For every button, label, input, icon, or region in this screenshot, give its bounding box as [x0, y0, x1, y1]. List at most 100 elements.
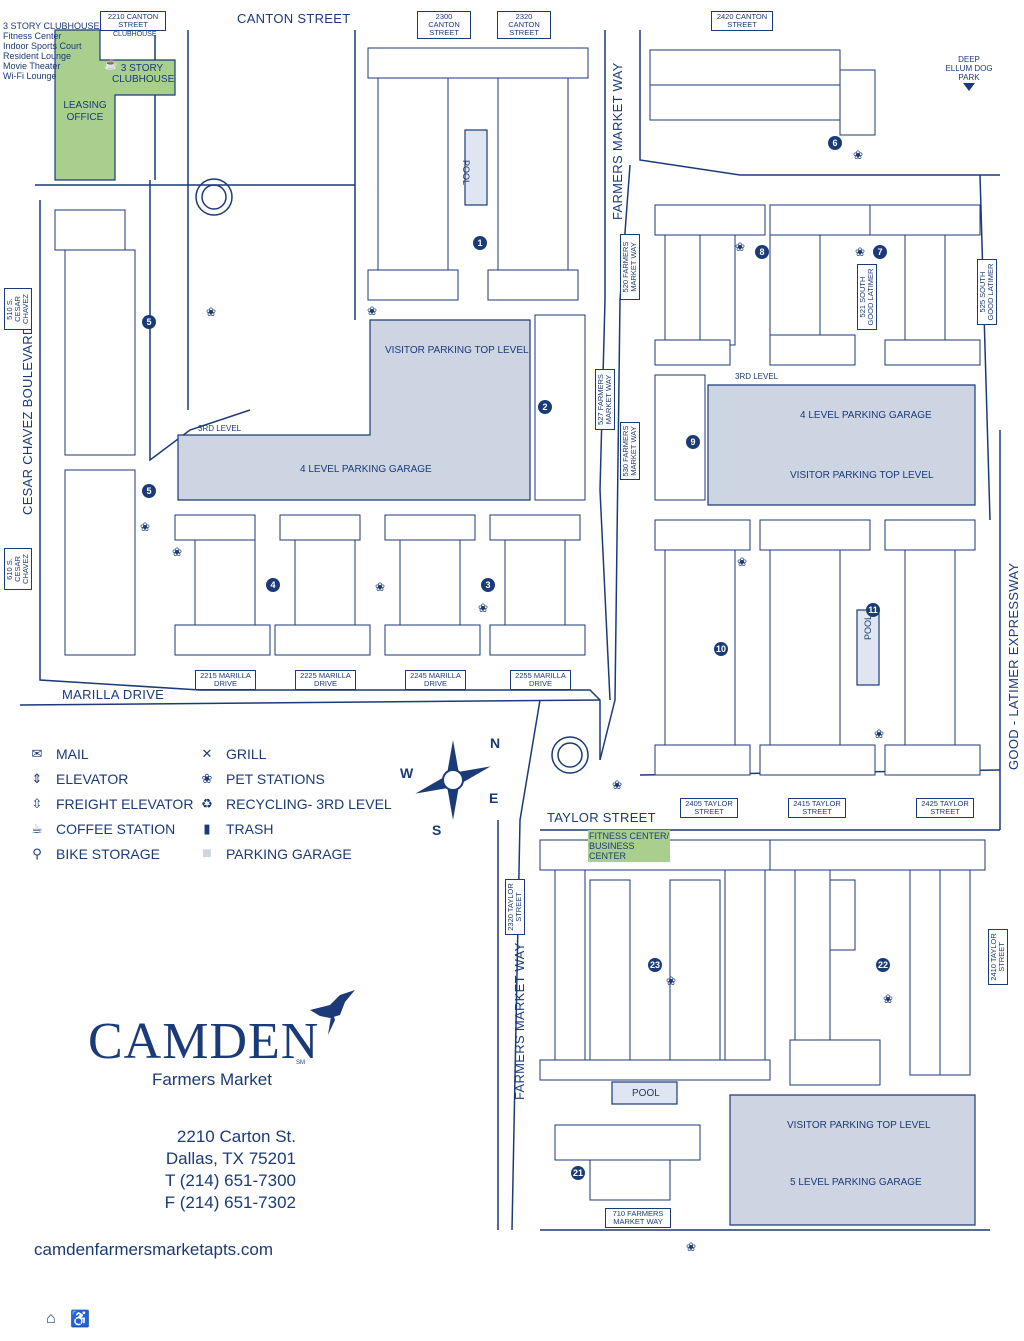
- good-latimer-label: GOOD - LATIMER EXPRESSWAY: [1006, 562, 1021, 770]
- west-garage-top-label: VISITOR PARKING TOP LEVEL: [385, 345, 529, 356]
- address-tag: 2245 MARILLA DRIVE: [405, 670, 466, 690]
- compass-s: S: [432, 822, 442, 838]
- elevator-icon: ⇕: [31, 771, 43, 786]
- address-tag: 510 S. CESAR CHAVEZ: [4, 288, 32, 330]
- legend-label: FREIGHT ELEVATOR: [56, 796, 194, 812]
- clubhouse-building: [54, 29, 176, 181]
- address-tag: 527 FARMERS MARKET WAY: [595, 369, 615, 430]
- address-tag: 610 S. CESAR CHAVEZ: [4, 548, 32, 590]
- coffee-icon: ☕: [104, 59, 118, 71]
- building-number-badge: 3: [481, 578, 495, 592]
- pool-south: [611, 1081, 678, 1105]
- compass-rose: [415, 740, 491, 820]
- paw-icon: ❀: [874, 727, 885, 741]
- amenity-item: Movie Theater: [3, 61, 61, 71]
- address-tag: 710 FARMERS MARKET WAY: [605, 1208, 671, 1228]
- paw-icon: ❀: [172, 545, 183, 559]
- legend-item-recycling: ♻ RECYCLING- 3RD LEVEL: [198, 796, 392, 812]
- website-link[interactable]: camdenfarmersmarketapts.com: [34, 1240, 274, 1259]
- south-garage-label: 5 LEVEL PARKING GARAGE: [790, 1177, 922, 1188]
- address-tag: 2225 MARILLA DRIVE: [295, 670, 356, 690]
- legend-label: TRASH: [226, 821, 274, 837]
- address-tag: 2405 TAYLOR STREET: [680, 798, 738, 818]
- camden-wordmark: CAMDEN: [88, 1013, 320, 1070]
- building-number-badge: 6: [828, 136, 842, 150]
- south-garage-top-label: VISITOR PARKING TOP LEVEL: [787, 1120, 931, 1131]
- paw-icon: ❀: [140, 520, 151, 534]
- dog-park-arrow: [963, 83, 975, 91]
- contact-city: Dallas, TX 75201: [165, 1149, 296, 1168]
- building-number-badge: 2: [538, 400, 552, 414]
- building-number-badge: 5: [142, 315, 156, 329]
- legend-item-grill: ✕GRILL: [198, 746, 267, 762]
- legend-label: ELEVATOR: [56, 771, 129, 787]
- address-tag: 2420 CANTON STREET: [711, 11, 773, 31]
- canton-street-label: CANTON STREET: [237, 11, 351, 26]
- paw-icon: ❀: [855, 245, 866, 259]
- dog-park-label: DEEP ELLUM DOG PARK: [945, 55, 993, 82]
- address-tag: 2425 TAYLOR STREET: [916, 798, 974, 818]
- camden-sm-mark: SM: [296, 1060, 305, 1066]
- coffee-icon: ☕: [31, 821, 43, 836]
- legend-label: MAIL: [56, 746, 89, 762]
- mail-icon: ✉: [31, 746, 43, 761]
- east-garage-label: 4 LEVEL PARKING GARAGE: [800, 410, 932, 421]
- building-number-badge: 22: [876, 958, 890, 972]
- east-garage-3rd-level: 3RD LEVEL: [735, 372, 779, 381]
- taylor-street-label: TAYLOR STREET: [547, 810, 656, 825]
- bike-icon: ⚲: [32, 846, 42, 861]
- building-number-badge: 11: [866, 603, 880, 617]
- compass-n: N: [490, 735, 501, 751]
- paw-icon: ❀: [737, 555, 748, 569]
- address-tag: 2215 MARILLA DRIVE: [195, 670, 256, 690]
- cesar-chavez-label: CESAR CHAVEZ BOULEVARD: [20, 325, 35, 515]
- leasing-office-label: LEASING OFFICE: [63, 100, 107, 123]
- paw-icon: ❀: [206, 305, 217, 319]
- contact-street: 2210 Carton St.: [176, 1127, 296, 1146]
- address-tag: 2210 CANTON STREET: [100, 11, 166, 31]
- pool-label: POOL: [863, 614, 873, 640]
- legend-label: BIKE STORAGE: [56, 846, 160, 862]
- legend-item-trash: ▮ TRASH: [198, 821, 273, 837]
- building-number-badge: 10: [714, 642, 728, 656]
- east-garage-top-label: VISITOR PARKING TOP LEVEL: [790, 470, 934, 481]
- clubhouse-amenities-title: 3 STORY CLUBHOUSE:: [3, 21, 103, 31]
- building-number-badge: 4: [266, 578, 280, 592]
- paw-icon: ❀: [478, 601, 489, 615]
- amenity-item: Indoor Sports Court: [3, 41, 82, 51]
- legend-item-bike: ⚲ BIKE STORAGE: [28, 846, 160, 862]
- address-tag: 520 FARMERS MARKET WAY: [620, 234, 640, 300]
- legend-item-freight-elevator: ⇳FREIGHT ELEVATOR: [28, 796, 194, 812]
- address-tag: 530 FARMERS MARKET WAY: [620, 422, 640, 480]
- pool-label: POOL: [632, 1088, 660, 1099]
- contact-phone[interactable]: T (214) 651-7300: [164, 1171, 296, 1190]
- building-number-badge: 1: [473, 236, 487, 250]
- farmers-market-way-label-south: FARMERS MARKET WAY: [512, 942, 527, 1100]
- paw-icon: ❀: [735, 240, 746, 254]
- building-number-badge: 5: [142, 484, 156, 498]
- amenity-item: Wi-Fi Lounge: [3, 71, 57, 81]
- trash-icon: ▮: [203, 821, 211, 836]
- address-tag: 2300 CANTON STREET: [417, 11, 471, 39]
- address-tag: 521 SOUTH GOOD LATIMER: [857, 264, 877, 330]
- clubhouse-building-label: 3 STORY CLUBHOUSE: [112, 63, 175, 85]
- building-number-badge: 9: [686, 435, 700, 449]
- accessibility-icon: ♿: [70, 1311, 90, 1328]
- legend-label: RECYCLING- 3RD LEVEL: [226, 796, 392, 812]
- hummingbird-logo: [310, 990, 355, 1035]
- garage-swatch-icon: ■: [202, 845, 212, 862]
- clubhouse-amenities: 3 STORY CLUBHOUSE: Fitness Center Indoor…: [3, 21, 102, 81]
- compass-w: W: [400, 765, 414, 781]
- building-number-badge: 8: [755, 245, 769, 259]
- legend-item-pet: ❀PET STATIONS: [198, 771, 325, 787]
- recycling-icon: ♻: [201, 796, 213, 811]
- paw-icon: ❀: [666, 974, 677, 988]
- farmers-market-way-label-north: FARMERS MARKET WAY: [610, 62, 625, 220]
- legend-item-coffee: ☕COFFEE STATION: [28, 821, 175, 837]
- address-tag: 525 SOUTH GOOD LATIMER: [977, 259, 997, 325]
- west-garage-3rd-level: 3RD LEVEL: [198, 424, 242, 433]
- building-number-badge: 7: [873, 245, 887, 259]
- address-tag: 2410 TAYLOR STREET: [988, 929, 1008, 985]
